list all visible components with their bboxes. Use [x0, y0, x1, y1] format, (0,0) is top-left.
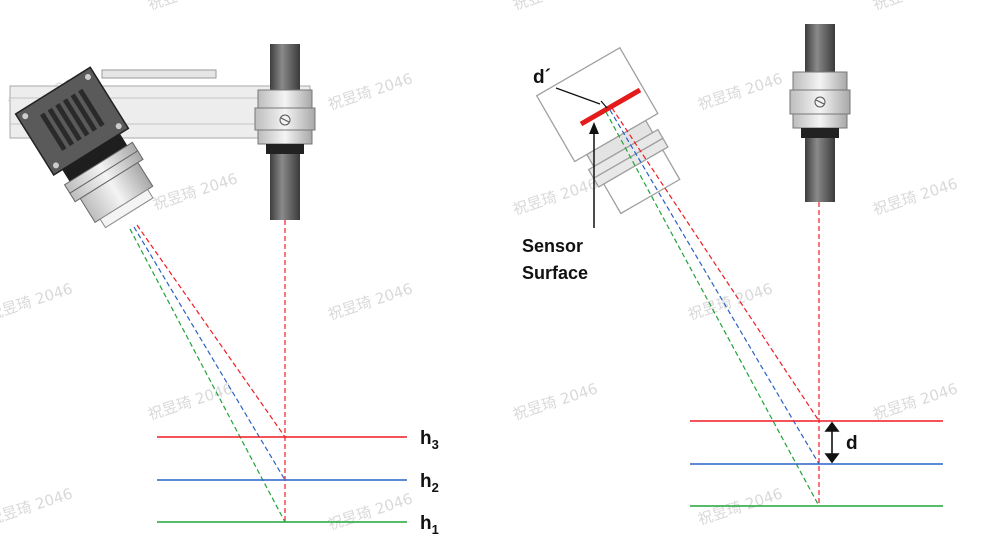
- watermark: 祝昱琦 2046: [511, 380, 600, 424]
- watermark: 祝昱琦 2046: [146, 0, 235, 14]
- d-arrow: [824, 421, 840, 464]
- left-panel: h3 h2 h1: [9, 44, 439, 537]
- laser-sensor-right: [789, 24, 851, 202]
- watermark: 祝昱琦 2046: [871, 175, 960, 219]
- blue-reflected-beam: [609, 109, 820, 465]
- green-reflected-beam: [129, 228, 286, 523]
- sensor-surface-arrowhead: [589, 122, 599, 134]
- watermark: 祝昱琦 2046: [151, 170, 240, 214]
- watermark: 祝昱琦 2046: [871, 0, 960, 14]
- label-sensor-surface-line2: Surface: [522, 263, 588, 283]
- watermark: 祝昱琦 2046: [871, 380, 960, 424]
- red-reflected-beam: [611, 107, 820, 422]
- watermark: 祝昱琦 2046: [0, 280, 75, 324]
- watermark: 祝昱琦 2046: [0, 485, 75, 529]
- watermark: 祝昱琦 2046: [511, 175, 600, 219]
- green-reflected-beam: [605, 111, 820, 507]
- red-reflected-beam: [136, 224, 286, 438]
- label-sensor-surface-line1: Sensor: [522, 236, 583, 256]
- angled-sensor-outline-right: [535, 46, 681, 215]
- watermark: 祝昱琦 2046: [326, 280, 415, 324]
- laser-sensor-left: [254, 44, 316, 220]
- blue-reflected-beam: [133, 226, 286, 481]
- sensor-surface: [579, 87, 642, 127]
- label-h2: h2: [420, 471, 439, 495]
- label-h1: h1: [420, 513, 439, 537]
- watermark: 祝昱琦 2046: [686, 280, 775, 324]
- laser-beams-right: [605, 107, 820, 507]
- right-panel: d d´ Sensor Surface: [522, 24, 943, 507]
- label-d: d: [846, 433, 858, 454]
- laser-beams-left: [129, 220, 286, 523]
- watermark: 祝昱琦 2046: [511, 0, 600, 14]
- label-h3: h3: [420, 428, 439, 452]
- d-prime-pointer: [555, 87, 601, 105]
- label-d-prime: d´: [533, 67, 551, 88]
- watermark: 祝昱琦 2046: [696, 70, 785, 114]
- d-prime-marker: [600, 100, 608, 109]
- angled-sensor-left: [14, 66, 154, 229]
- watermark: 祝昱琦 2046: [326, 490, 415, 534]
- watermark: 祝昱琦 2046: [326, 70, 415, 114]
